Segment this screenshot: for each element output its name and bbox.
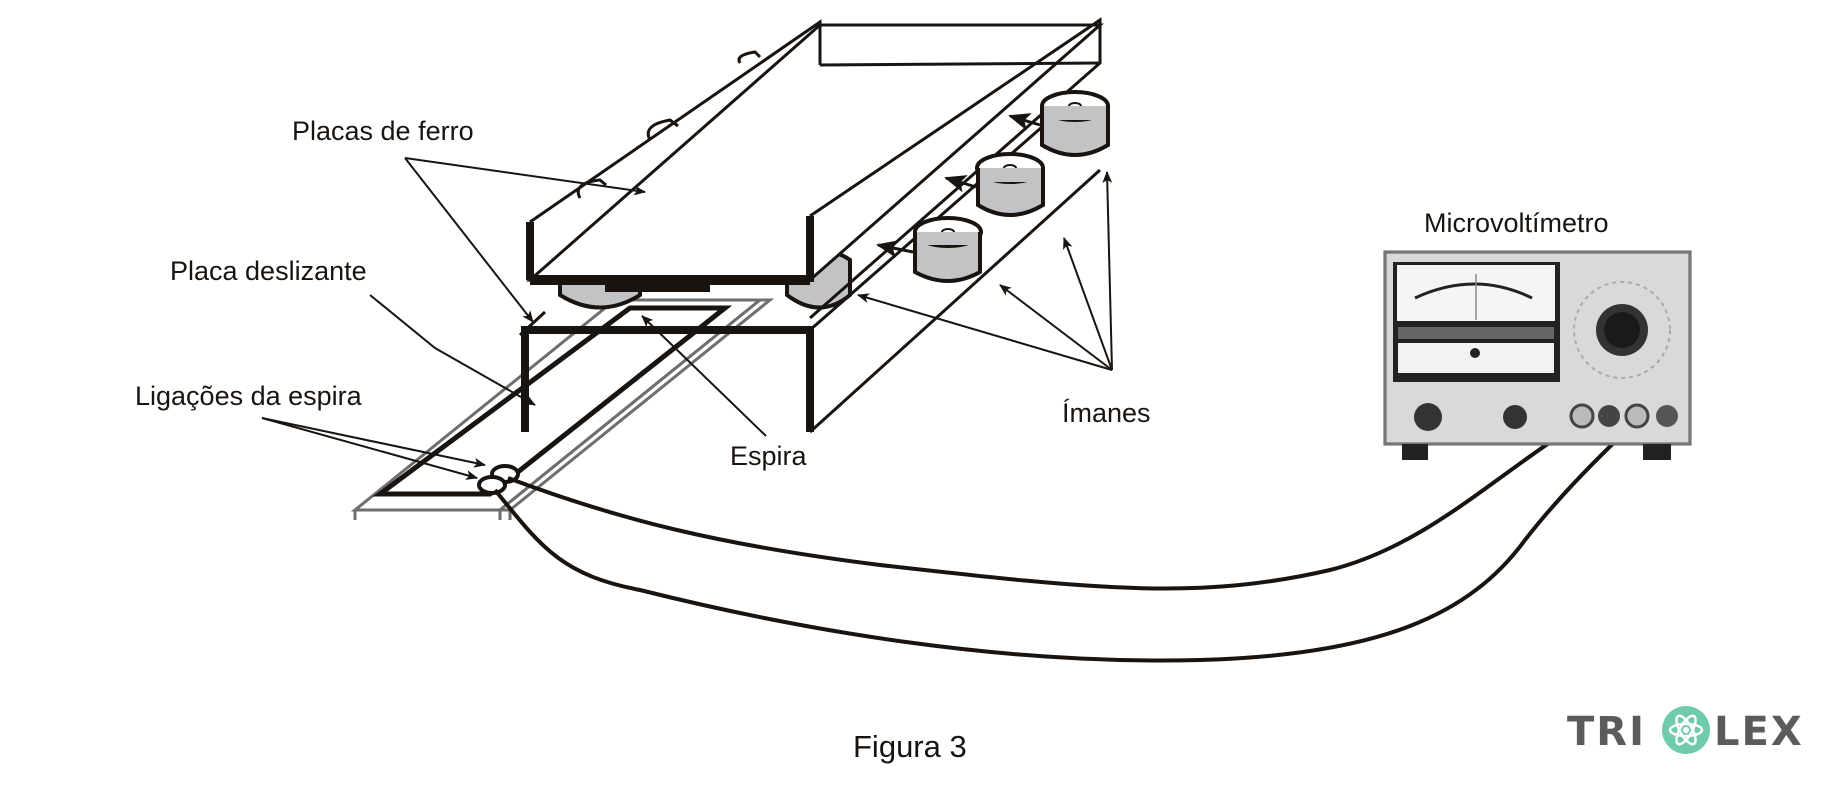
terminal-4: [1656, 405, 1678, 427]
atom-icon: [1662, 706, 1710, 754]
terminal-3: [1624, 403, 1650, 429]
knob-center: [1503, 405, 1527, 429]
logo-text-right: LEX: [1714, 709, 1804, 755]
coil-terminals: [477, 464, 520, 495]
label-coil-connections: Ligações da espira: [135, 381, 363, 411]
wire-1: [507, 416, 1590, 591]
coil-loop: [372, 305, 733, 497]
magnet-2: [975, 152, 1045, 217]
magnet-3: [1040, 90, 1110, 157]
figure-caption: Figura 3: [853, 729, 967, 764]
field-arrow-2: [944, 175, 977, 193]
label-magnets: Ímanes: [1062, 398, 1151, 428]
sliding-plate: [350, 298, 775, 520]
terminal-1: [1569, 403, 1595, 429]
triolex-logo: TRI LEX: [1567, 706, 1804, 755]
label-microvoltmeter: Microvoltímetro: [1424, 208, 1609, 238]
magnet-1: [913, 216, 983, 283]
field-arrow-3: [1008, 113, 1041, 131]
wire-2: [493, 416, 1642, 663]
logo-text-left: TRI: [1567, 709, 1646, 755]
label-sliding-plate: Placa deslizante: [170, 256, 367, 286]
microvoltmeter: [1383, 250, 1692, 460]
knob-left: [1414, 403, 1442, 431]
label-coil: Espira: [730, 441, 808, 471]
terminal-2: [1598, 405, 1620, 427]
label-iron-plates: Placas de ferro: [292, 116, 474, 146]
field-arrow-1: [876, 240, 914, 258]
